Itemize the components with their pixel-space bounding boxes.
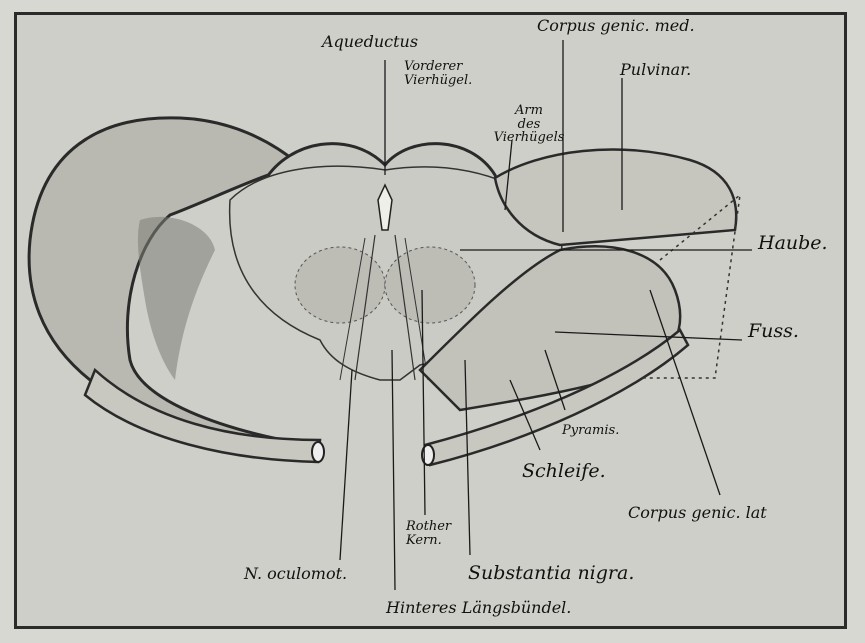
label-des-vierhuegels: des Vierhügels <box>494 117 565 146</box>
label-fuss: Fuss. <box>748 322 799 341</box>
left-dark-band <box>138 217 215 380</box>
left-stump <box>312 442 324 462</box>
label-pyramis: Pyramis. <box>562 424 619 437</box>
label-vorderer-vierhuegel: Vorderer Vierhügel. <box>404 60 494 87</box>
label-kern: Kern. <box>406 533 442 548</box>
label-arm-des-vierhuegels: Arm des Vierhügels <box>484 104 574 145</box>
label-schleife: Schleife. <box>522 462 606 481</box>
label-n-oculomot: N. oculomot. <box>244 566 347 582</box>
label-hinteres-laengsbuendel: Hinteres Längsbündel. <box>386 600 571 616</box>
label-rother-kern: Rother Kern. <box>406 520 496 547</box>
label-vierhuegel: Vierhügel. <box>404 73 472 88</box>
label-substantia-nigra: Substantia nigra. <box>468 564 634 583</box>
label-corpus-genic-med: Corpus genic. med. <box>537 18 695 34</box>
label-haube: Haube. <box>758 234 828 253</box>
label-aqueductus: Aqueductus <box>322 34 418 50</box>
label-pulvinar: Pulvinar. <box>620 62 691 78</box>
right-pulvinar-outline <box>495 150 736 245</box>
label-corpus-genic-lat: Corpus genic. lat <box>628 505 767 521</box>
